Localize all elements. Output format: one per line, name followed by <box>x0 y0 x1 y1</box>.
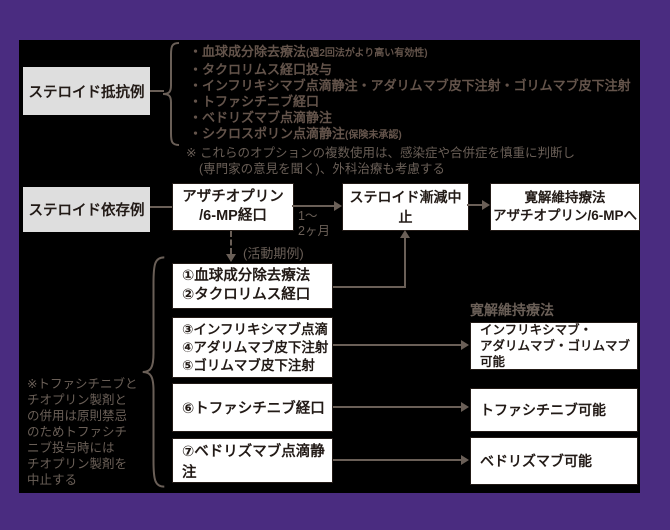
option-text: タクロリムス経口投与 <box>202 62 333 77</box>
maintenance-box-vedolizumab: ベドリズマブ可能 <box>470 437 638 485</box>
maintenance-box-tofacitinib: トファシチニブ可能 <box>470 388 638 432</box>
bullet-icon: ・ <box>189 62 203 77</box>
option-box-line: ①血球成分除去療法 <box>182 268 311 284</box>
list-item: ・ベドリズマブ点滴静注 <box>189 110 631 126</box>
option-box-tofacitinib: ⑥トファシチニブ経口 <box>172 383 333 432</box>
connector-optionA-riser-horizontal <box>333 286 406 288</box>
maintenance-box-line1: 寛解維持療法 <box>524 190 606 205</box>
option-box-line: ⑦ベドリズマブ点滴静注 <box>182 443 325 481</box>
steroid-resistant-box: ステロイド抵抗例 <box>23 67 150 115</box>
option-box-biologics: ③インフリキシマブ点滴 ④アダリムマブ皮下注射 ⑤ゴリムマブ皮下注射 <box>172 317 333 378</box>
option-box-apheresis-tacrolimus: ①血球成分除去療法 ②タクロリムス経口 <box>172 263 333 309</box>
note-line: のためトファシチ <box>27 425 128 439</box>
maintenance-therapy-box: 寛解維持療法 アザチオプリン/6-MPへ <box>490 183 640 231</box>
connector-dependent-to-azathioprine <box>150 206 172 208</box>
connector-b-line <box>333 344 463 346</box>
option-subtext: (保険未承認) <box>345 130 402 141</box>
duration-line1: 1〜 <box>298 209 318 223</box>
bullet-icon: ・ <box>189 44 203 59</box>
azathioprine-line1: アザチオプリン <box>182 189 284 205</box>
tofacitinib-warning-note: ※トファシチニブと チオプリン製剤と の併用は原則禁忌 のためトファシチ ニブ投… <box>27 376 137 488</box>
maintenance-heading: 寛解維持療法 <box>470 302 554 318</box>
connector-c-head-icon <box>461 402 469 412</box>
list-item: ・トファシチニブ経口 <box>189 94 631 110</box>
connector-d-head-icon <box>461 455 469 465</box>
note-line: ニブ投与時には <box>27 441 115 455</box>
bullet-icon: ・ <box>189 126 203 141</box>
option-box-line: ⑤ゴリムマブ皮下注射 <box>182 357 315 373</box>
list-item: ・インフリキシマブ点滴静注・アダリムマブ皮下注射・ゴリムマブ皮下注射 <box>189 78 631 94</box>
list-item: ・タクロリムス経口投与 <box>189 62 631 78</box>
option-text: ベドリズマブ点滴静注 <box>202 110 333 125</box>
connector-c-line <box>333 406 463 408</box>
note-line: の併用は原則禁忌 <box>27 409 128 423</box>
steroid-taper-box: ステロイド漸減中止 <box>342 183 469 231</box>
note-line: チオプリン製剤と <box>27 393 128 407</box>
maintenance-box-line: インフリキシマブ・ <box>480 323 593 337</box>
maintenance-box-line: ベドリズマブ可能 <box>480 453 592 469</box>
option-text: トファシチニブ経口 <box>202 94 320 109</box>
option-box-vedolizumab: ⑦ベドリズマブ点滴静注 <box>172 438 333 483</box>
note-line: ※トファシチニブと <box>27 377 138 391</box>
note-line: 中止する <box>27 473 78 487</box>
option-box-line: ④アダリムマブ皮下注射 <box>182 339 329 355</box>
note-line: チオプリン製剤を <box>27 457 128 471</box>
option-box-line: ⑥トファシチニブ経口 <box>182 401 325 417</box>
dashed-arrow-aza-down-head-icon <box>226 254 236 262</box>
connector-resistant-to-brace <box>150 90 164 92</box>
maintenance-box-line: トファシチニブ可能 <box>480 402 606 418</box>
list-item: ・血球成分除去療法(週2回法がより高い有効性) <box>189 44 631 62</box>
caution-note-line1: ※ これらのオプションの複数使用は、感染症や合併症を慎重に判断し <box>186 146 575 160</box>
steroid-dependent-box: ステロイド依存例 <box>23 187 150 232</box>
maintenance-box-line2: アザチオプリン/6-MPへ <box>492 208 637 223</box>
option-text: シクロスポリン点滴静注 <box>202 126 346 141</box>
bullet-icon: ・ <box>189 94 203 109</box>
maintenance-box-biologics: インフリキシマブ・ アダリムマブ・ゴリムマブ可能 <box>470 322 638 370</box>
bullet-icon: ・ <box>189 78 203 93</box>
azathioprine-box: アザチオプリン /6-MP経口 <box>172 183 294 231</box>
duration-label: 1〜 2ヶ月 <box>298 209 330 239</box>
maintenance-box-line: アダリムマブ・ゴリムマブ可能 <box>480 339 631 369</box>
option-text: 血球成分除去療法 <box>202 44 307 59</box>
connector-optionA-riser-vertical <box>404 237 406 288</box>
steroid-resistant-label: ステロイド抵抗例 <box>28 84 145 101</box>
active-phase-label: (活動期例) <box>243 246 304 261</box>
bullet-icon: ・ <box>189 110 203 125</box>
caution-note-line2: (専門家の意見を聞く)、外科治療も考慮する <box>199 162 445 176</box>
arrow-aza-to-taper-line <box>292 205 336 207</box>
resistant-options-list: ・血球成分除去療法(週2回法がより高い有効性) ・タクロリムス経口投与 ・インフ… <box>189 44 631 144</box>
arrow-riser-up-head-icon <box>400 230 410 238</box>
option-text: インフリキシマブ点滴静注・アダリムマブ皮下注射・ゴリムマブ皮下注射 <box>202 78 631 93</box>
connector-b-head-icon <box>461 340 469 350</box>
option-box-line: ②タクロリムス経口 <box>182 287 311 303</box>
duration-line2: 2ヶ月 <box>298 224 330 238</box>
dashed-arrow-aza-down-line <box>230 231 232 254</box>
connector-d-line <box>333 459 463 461</box>
steroid-taper-label: ステロイド漸減中止 <box>349 189 462 225</box>
steroid-dependent-label: ステロイド依存例 <box>28 203 145 219</box>
azathioprine-line2: /6-MP経口 <box>199 208 267 224</box>
arrow-aza-to-taper-head-icon <box>334 201 342 211</box>
brace-bottom-icon <box>140 255 167 489</box>
brace-top-icon <box>161 42 181 146</box>
arrow-taper-to-maintenance-line <box>467 204 484 206</box>
option-subtext: (週2回法がより高い有効性) <box>306 48 428 59</box>
arrow-taper-to-maintenance-head-icon <box>482 200 490 210</box>
list-item: ・シクロスポリン点滴静注(保険未承認) <box>189 126 631 144</box>
option-box-line: ③インフリキシマブ点滴 <box>182 321 329 337</box>
